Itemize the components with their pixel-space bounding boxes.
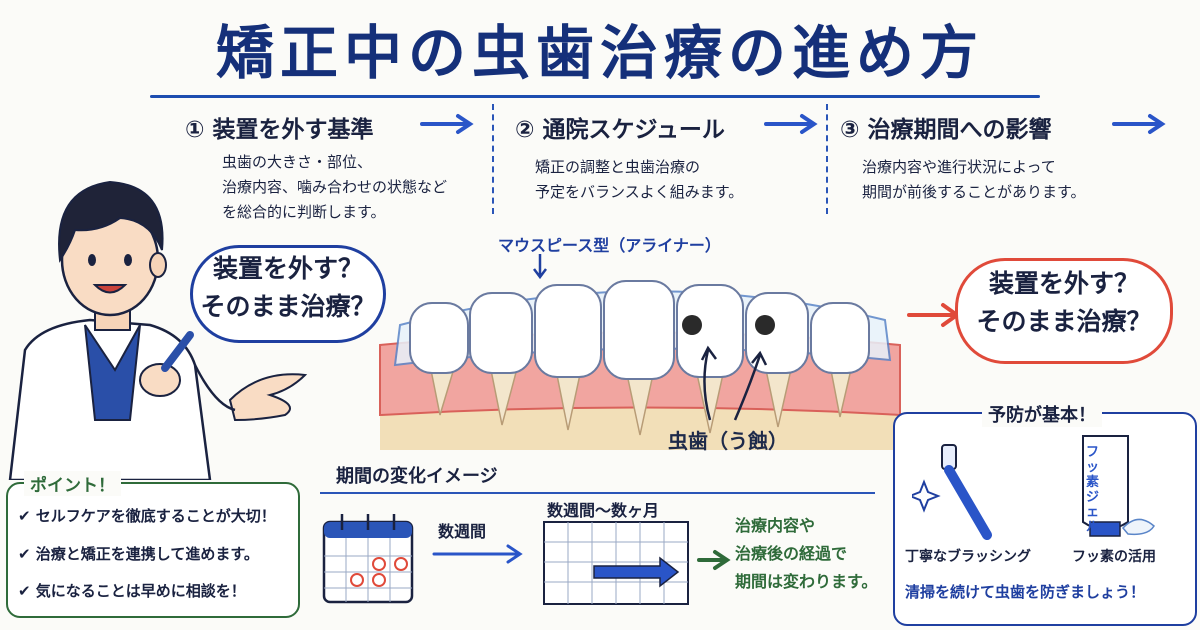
gel-tube-text: フッ素ジェル — [1086, 445, 1100, 535]
step-divider — [492, 104, 494, 214]
point-item: ✔ 治療と矯正を連携して進めます。 — [18, 545, 259, 563]
step-2-title: ② 通院スケジュール — [515, 117, 725, 143]
arrow-right-icon — [697, 550, 731, 570]
period-result-line: 治療後の経過で — [735, 544, 848, 563]
step-1-desc-line: を総合的に判断します。 — [222, 203, 386, 221]
period-underline — [320, 492, 875, 494]
step-1-desc-line: 虫歯の大きさ・部位、 — [222, 153, 373, 171]
arrow-right-icon — [432, 544, 523, 564]
points-box — [6, 482, 300, 618]
fluoride-gel-icon — [1082, 435, 1155, 537]
points-title: ポイント！ — [24, 471, 121, 496]
range-label: 数週間～数ヶ月 — [547, 501, 660, 520]
step-2-desc-line: 予定をバランスよく組みます。 — [535, 183, 744, 201]
step-divider — [826, 104, 828, 214]
weeks-label: 数週間 — [438, 522, 487, 541]
period-result-line: 治療内容や — [735, 516, 816, 535]
point-item: ✔ セルフケアを徹底することが大切！ — [18, 507, 276, 525]
bubble-line: そのまま治療？ — [200, 292, 376, 321]
toothbrush-icon — [912, 444, 992, 540]
arrow-right-icon — [420, 114, 474, 134]
bubble-line: 装置を外す？ — [988, 269, 1139, 298]
step-3-title: ③ 治療期間への影響 — [840, 117, 1052, 143]
step-3-desc-line: 治療内容や進行状況によって — [862, 158, 1056, 176]
timeline-grid — [543, 521, 689, 605]
step-1-desc: 虫歯の大きさ・部位、 治療内容、噛み合わせの状態など を総合的に判断します。 — [222, 150, 447, 225]
point-item: ✔ 気になることは早めに相談を！ — [18, 582, 246, 600]
step-3-desc: 治療内容や進行状況によって 期間が前後することがあります。 — [862, 155, 1086, 205]
title-underline — [150, 95, 1040, 98]
question-bubble: 装置を外す？ そのまま治療？ — [955, 258, 1173, 364]
step-1-title: ① 装置を外す基準 — [185, 117, 374, 143]
period-result-line: 期間は変わります。 — [735, 572, 878, 591]
step-3-desc-line: 期間が前後することがあります。 — [862, 183, 1086, 201]
pointer-arrow-icon — [533, 254, 547, 280]
step-1-desc-line: 治療内容、噛み合わせの状態など — [222, 178, 448, 196]
step-2-desc-line: 矯正の調整と虫歯治療の — [535, 158, 701, 176]
cavity-pointer-lines — [700, 345, 768, 421]
doctor-illustration — [8, 180, 308, 480]
calendar-icon — [322, 514, 414, 604]
teeth-illustration — [379, 280, 901, 450]
bubble-line: 装置を外す？ — [212, 254, 363, 283]
cavity-label: 虫歯（う蝕） — [668, 429, 788, 453]
period-title: 期間の変化イメージ — [336, 466, 498, 487]
step-2-desc: 矯正の調整と虫歯治療の 予定をバランスよく組みます。 — [535, 155, 743, 205]
page-title: 矯正中の虫歯治療の進め方 — [215, 19, 984, 87]
period-result: 治療内容や 治療後の経過で 期間は変わります。 — [735, 512, 877, 596]
prevention-title: 予防が基本！ — [982, 401, 1102, 427]
bubble-line: そのまま治療？ — [976, 307, 1152, 336]
prevention-footer: 清掃を続けて虫歯を防ぎましょう！ — [905, 583, 1146, 601]
doctor-speech-bubble: 装置を外す？ そのまま治療？ — [190, 245, 386, 343]
aligner-label: マウスピース型（アライナー） — [498, 236, 721, 255]
arrow-right-icon — [1112, 114, 1166, 134]
arrow-right-icon — [764, 114, 818, 134]
fluoride-label: フッ素の活用 — [1072, 549, 1156, 565]
brushing-label: 丁寧なブラッシング — [905, 549, 1031, 565]
